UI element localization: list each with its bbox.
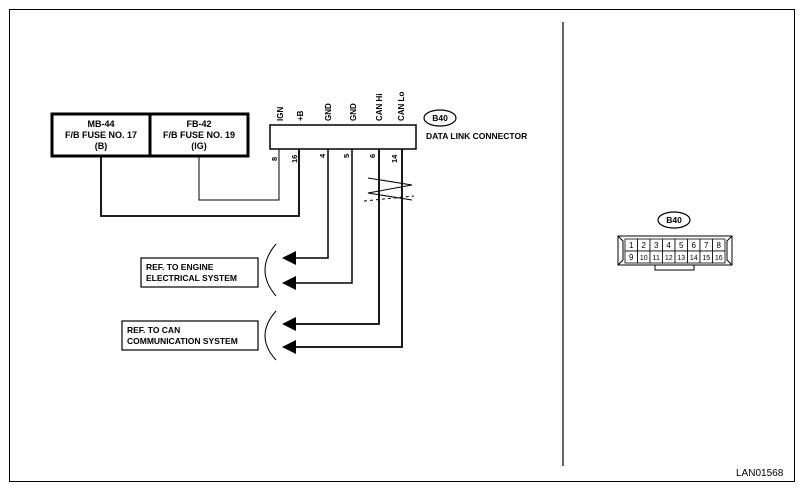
arrow-icon (282, 276, 296, 290)
pin-signal-gnd-5: GND (349, 103, 358, 121)
connector-pin-number: 11 (653, 255, 660, 262)
arrow-icon (282, 251, 296, 265)
arrow-icon (282, 340, 296, 354)
connector-pin-cell: 7 (699, 238, 713, 252)
connector-pin-cell: 4 (662, 238, 676, 252)
ref-line-1: REF. TO ENGINE (146, 262, 214, 272)
connector-pin-number: 6 (692, 241, 697, 250)
pin-number-8: 8 (270, 157, 279, 161)
connector-pin-cell: 2 (637, 238, 651, 252)
wire-pin14-can-lo (295, 149, 403, 348)
fuse-circuit: (B) (95, 141, 108, 151)
pin-signal-gnd-4: GND (324, 103, 333, 121)
ref-engine-electrical: REF. TO ENGINE ELECTRICAL SYSTEM (140, 257, 259, 288)
connector-pin-number: 2 (642, 241, 647, 250)
connector-pin-cell: 6 (687, 238, 701, 252)
connector-pin-cell: 9 (624, 250, 638, 264)
pin-number-4: 4 (318, 153, 327, 158)
connector-pin-cell: 11 (649, 250, 663, 264)
shield-dash (363, 195, 415, 202)
fuse-mb-44: MB-44 F/B FUSE NO. 17 (B) (50, 112, 152, 158)
ref-can-communication: REF. TO CAN COMMUNICATION SYSTEM (121, 320, 259, 351)
connector-pin-number: 10 (640, 255, 648, 262)
pin-signal-can-lo: CAN Lo (397, 92, 406, 121)
pin-number-6: 6 (368, 154, 377, 158)
connector-pin-number: 5 (679, 241, 684, 250)
pin-signal-can-hi: CAN Hi (375, 93, 384, 121)
ref-line-1: REF. TO CAN (127, 325, 180, 335)
connector-pin-cell: 1 (624, 238, 638, 252)
connector-pin-number: 13 (677, 255, 685, 262)
connector-pin-cell: 12 (662, 250, 676, 264)
connector-pin-number: 3 (654, 241, 659, 250)
bracket-engine-ref (264, 243, 277, 297)
wire-fuse17-to-pin16 (100, 149, 300, 217)
connector-pin-number: 16 (715, 255, 723, 262)
connector-pin-number: 12 (665, 255, 673, 262)
connector-pin-number: 9 (629, 253, 634, 262)
wire-fuse19-to-pin8 (198, 149, 280, 201)
pin-signal-ign: IGN (276, 107, 285, 121)
connector-label: DATA LINK CONNECTOR (426, 131, 527, 141)
connector-pin-cell: 3 (649, 238, 663, 252)
data-link-connector (269, 124, 417, 150)
connector-pin-cell: 8 (712, 238, 726, 252)
fuse-name: F/B FUSE NO. 17 (65, 130, 137, 140)
ref-line-2: COMMUNICATION SYSTEM (127, 336, 238, 346)
connector-pin-number: 14 (690, 255, 698, 262)
pin-number-5: 5 (342, 154, 351, 158)
connector-pin-cell: 5 (674, 238, 688, 252)
connector-pin-number: 8 (717, 241, 722, 250)
pin-signal-plus-b: +B (296, 110, 305, 121)
fuse-name: F/B FUSE NO. 19 (163, 130, 235, 140)
arrow-icon (282, 317, 296, 331)
pin-number-14: 14 (390, 154, 399, 163)
connector-tag: B40 (423, 109, 457, 127)
fuse-circuit: (IG) (191, 141, 207, 151)
fuse-id: FB-42 (186, 119, 211, 129)
connector-pin-number: 4 (667, 241, 672, 250)
connector-pin-number: 1 (629, 241, 634, 250)
connector-pin-cell: 10 (637, 250, 651, 264)
connector-pin-cell: 14 (687, 250, 701, 264)
connector-tag-text: B40 (432, 113, 448, 123)
diagram-frame (9, 9, 795, 482)
connector-pin-cell: 16 (712, 250, 726, 264)
diagram-code: LAN01568 (736, 468, 784, 479)
fuse-id: MB-44 (87, 119, 114, 129)
connector-pin-cell: 15 (699, 250, 713, 264)
wire-pin5-gnd (295, 149, 353, 284)
connector-pin-cell: 13 (674, 250, 688, 264)
ref-line-2: ELECTRICAL SYSTEM (146, 273, 237, 283)
fuse-fb-42: FB-42 F/B FUSE NO. 19 (IG) (148, 112, 250, 158)
connector-pin-number: 15 (702, 255, 710, 262)
connector-pin-number: 7 (704, 241, 709, 250)
bracket-can-ref (264, 310, 277, 361)
wire-pin6-can-hi (295, 149, 380, 325)
connector-face-tag-text: B40 (666, 215, 682, 225)
twisted-pair-mark (367, 177, 413, 201)
pin-number-16: 16 (290, 155, 299, 163)
wire-pin4-gnd (295, 149, 329, 259)
connector-face-tag: B40 (657, 211, 691, 229)
